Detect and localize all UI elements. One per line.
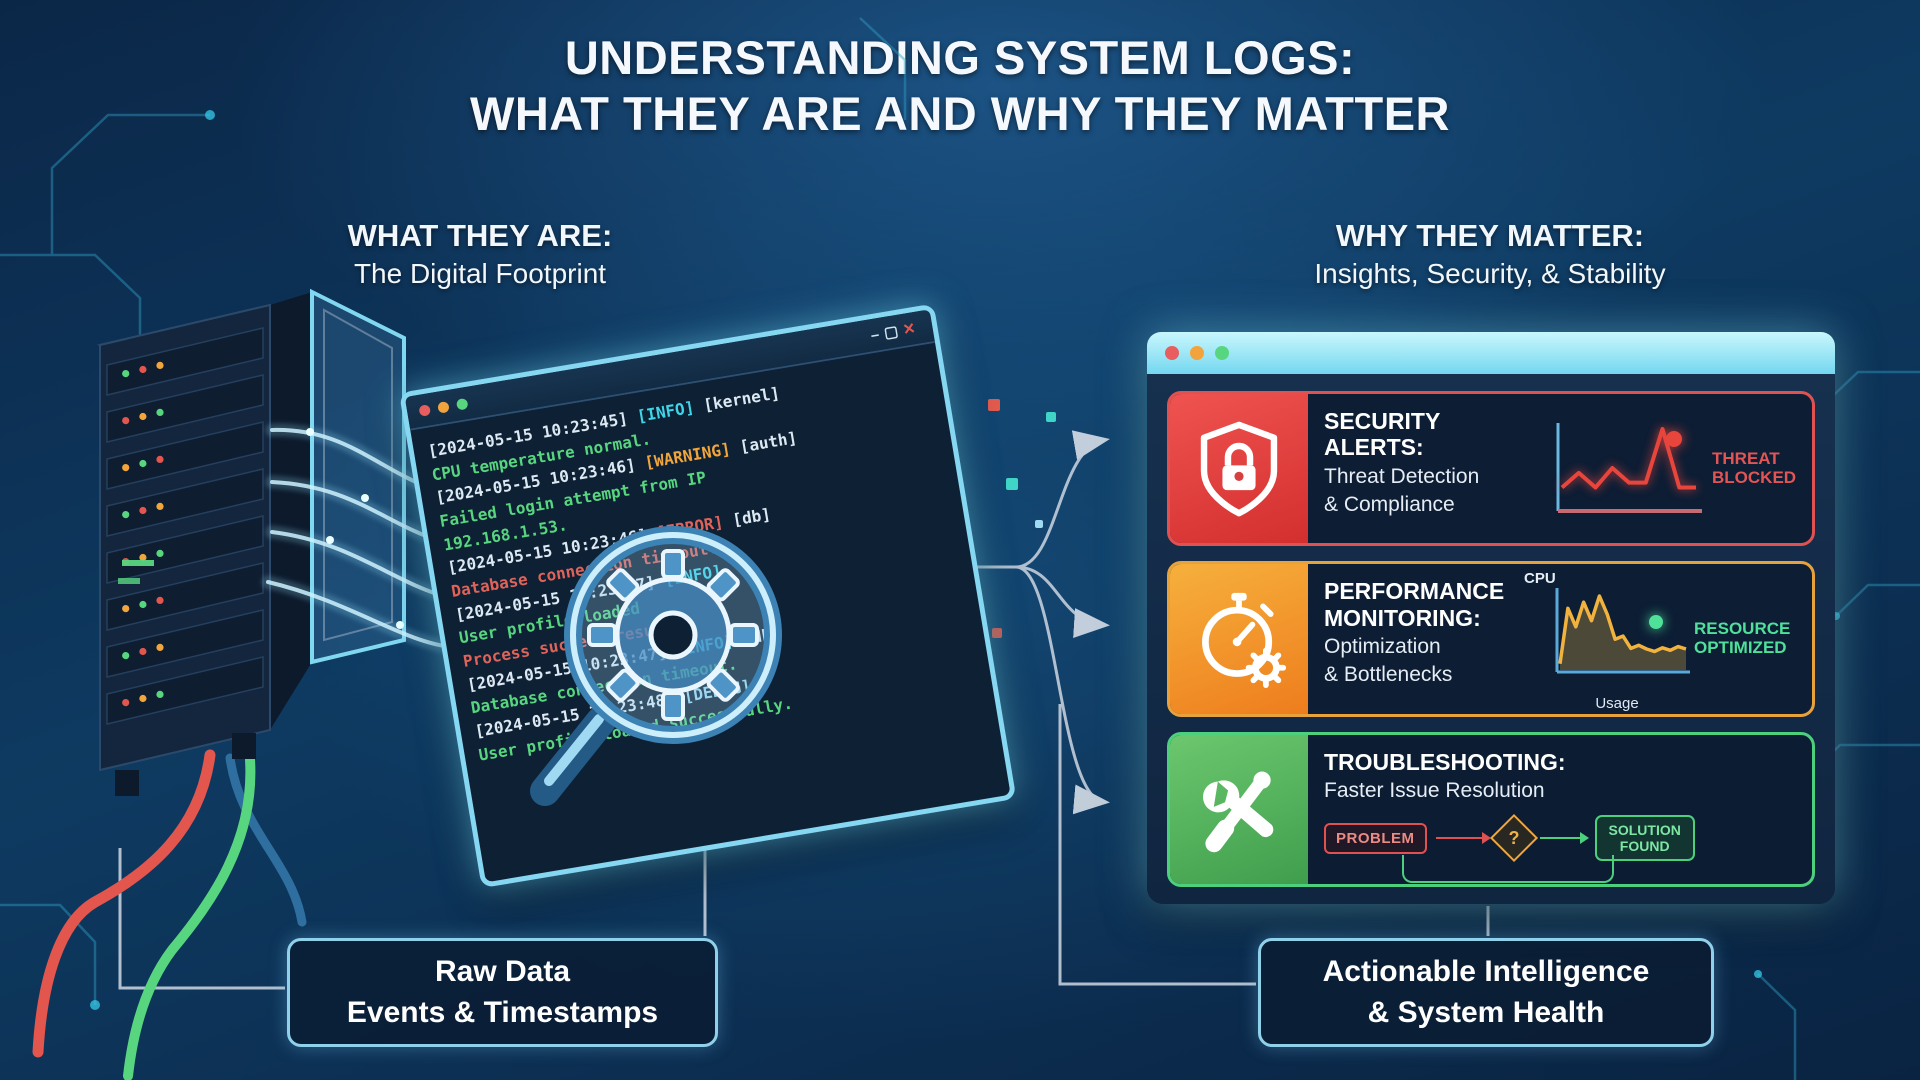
performance-monitoring-card: PERFORMANCE MONITORING: Optimization & B…: [1167, 561, 1815, 717]
close-icon: ✕: [901, 319, 922, 339]
performance-card-line1: Optimization: [1324, 635, 1441, 659]
gear-icon: [1245, 647, 1287, 688]
threat-chart: THREAT BLOCKED: [1552, 394, 1812, 543]
actionable-intelligence-caption: Actionable Intelligence & System Health: [1258, 938, 1714, 1047]
traffic-light-green-icon: [1215, 346, 1229, 360]
traffic-light-green-icon: [455, 397, 469, 411]
problem-solution-flow: PROBLEM ? SOLUTION FOUND: [1324, 814, 1744, 884]
feedback-loop-line: [1402, 855, 1614, 884]
cpu-axis-label: CPU: [1524, 570, 1556, 588]
cpu-usage-chart: CPU Usage RESOURCE OPTIMIZED: [1522, 564, 1812, 713]
right-heading: WHY THEY MATTER:: [1335, 218, 1645, 253]
troubleshooting-card-title: TROUBLESHOOTING:: [1324, 748, 1566, 775]
performance-card-title: PERFORMANCE MONITORING:: [1324, 578, 1505, 631]
performance-card-line2: & Bottlenecks: [1324, 663, 1453, 687]
problem-box: PROBLEM: [1324, 822, 1427, 854]
left-subheading: The Digital Footprint: [353, 258, 607, 289]
left-heading: WHAT THEY ARE:: [347, 218, 613, 253]
actionable-line2: & System Health: [1367, 995, 1605, 1029]
insights-window: SECURITY ALERTS: Threat Detection & Comp…: [1147, 332, 1835, 904]
server-rack-illustration: [32, 288, 459, 1080]
right-section-heading: WHY THEY MATTER: Insights, Security, & S…: [1170, 218, 1810, 290]
connector-lines: [118, 430, 1490, 990]
traffic-light-red-icon: [418, 403, 431, 417]
data-bit: [988, 399, 1000, 411]
raw-data-line1: Raw Data: [434, 955, 571, 988]
data-bit: [1006, 478, 1018, 490]
security-alerts-card: SECURITY ALERTS: Threat Detection & Comp…: [1167, 391, 1815, 547]
stopwatch-gear-icon: [1170, 564, 1308, 714]
left-section-heading: WHAT THEY ARE: The Digital Footprint: [160, 218, 800, 290]
window-controls: –▢✕: [869, 318, 922, 344]
raw-data-line2: Events & Timestamps: [346, 995, 659, 1029]
data-bit: [1046, 412, 1056, 422]
solution-found-box: SOLUTION FOUND: [1594, 815, 1695, 862]
server-cables: [32, 749, 307, 1080]
threat-blocked-badge: THREAT BLOCKED: [1712, 448, 1797, 487]
traffic-light-yellow-icon: [437, 400, 450, 414]
shield-lock-icon: [1170, 394, 1308, 544]
tools-icon: [1170, 734, 1308, 884]
insights-window-titlebar: [1147, 332, 1835, 374]
page-title-line1: UNDERSTANDING SYSTEM LOGS:: [564, 31, 1356, 84]
resource-optimized-badge: RESOURCE OPTIMIZED: [1694, 619, 1791, 657]
troubleshooting-card-line1: Faster Issue Resolution: [1324, 779, 1545, 803]
data-bit: [1035, 520, 1043, 528]
security-card-line1: Threat Detection: [1324, 464, 1480, 488]
security-card-title: SECURITY ALERTS:: [1324, 408, 1440, 461]
traffic-light-red-icon: [1165, 346, 1179, 360]
usage-axis-label: Usage: [1595, 694, 1639, 712]
security-card-line2: & Compliance: [1324, 493, 1455, 517]
troubleshooting-card: TROUBLESHOOTING: Faster Issue Resolution…: [1167, 731, 1815, 887]
traffic-light-yellow-icon: [1190, 346, 1204, 360]
page-title: UNDERSTANDING SYSTEM LOGS: WHAT THEY ARE…: [0, 30, 1920, 143]
raw-data-caption: Raw Data Events & Timestamps: [287, 938, 718, 1047]
right-subheading: Insights, Security, & Stability: [1314, 258, 1666, 289]
magnifier-gear-icon: [530, 526, 782, 806]
actionable-line1: Actionable Intelligence: [1322, 955, 1650, 988]
data-bit: [992, 628, 1002, 638]
arrow-right-icon: [1539, 832, 1589, 845]
page-title-line2: WHAT THEY ARE AND WHY THEY MATTER: [470, 87, 1450, 141]
arrow-right-icon: [1435, 832, 1491, 845]
gear-icon: [587, 549, 759, 721]
